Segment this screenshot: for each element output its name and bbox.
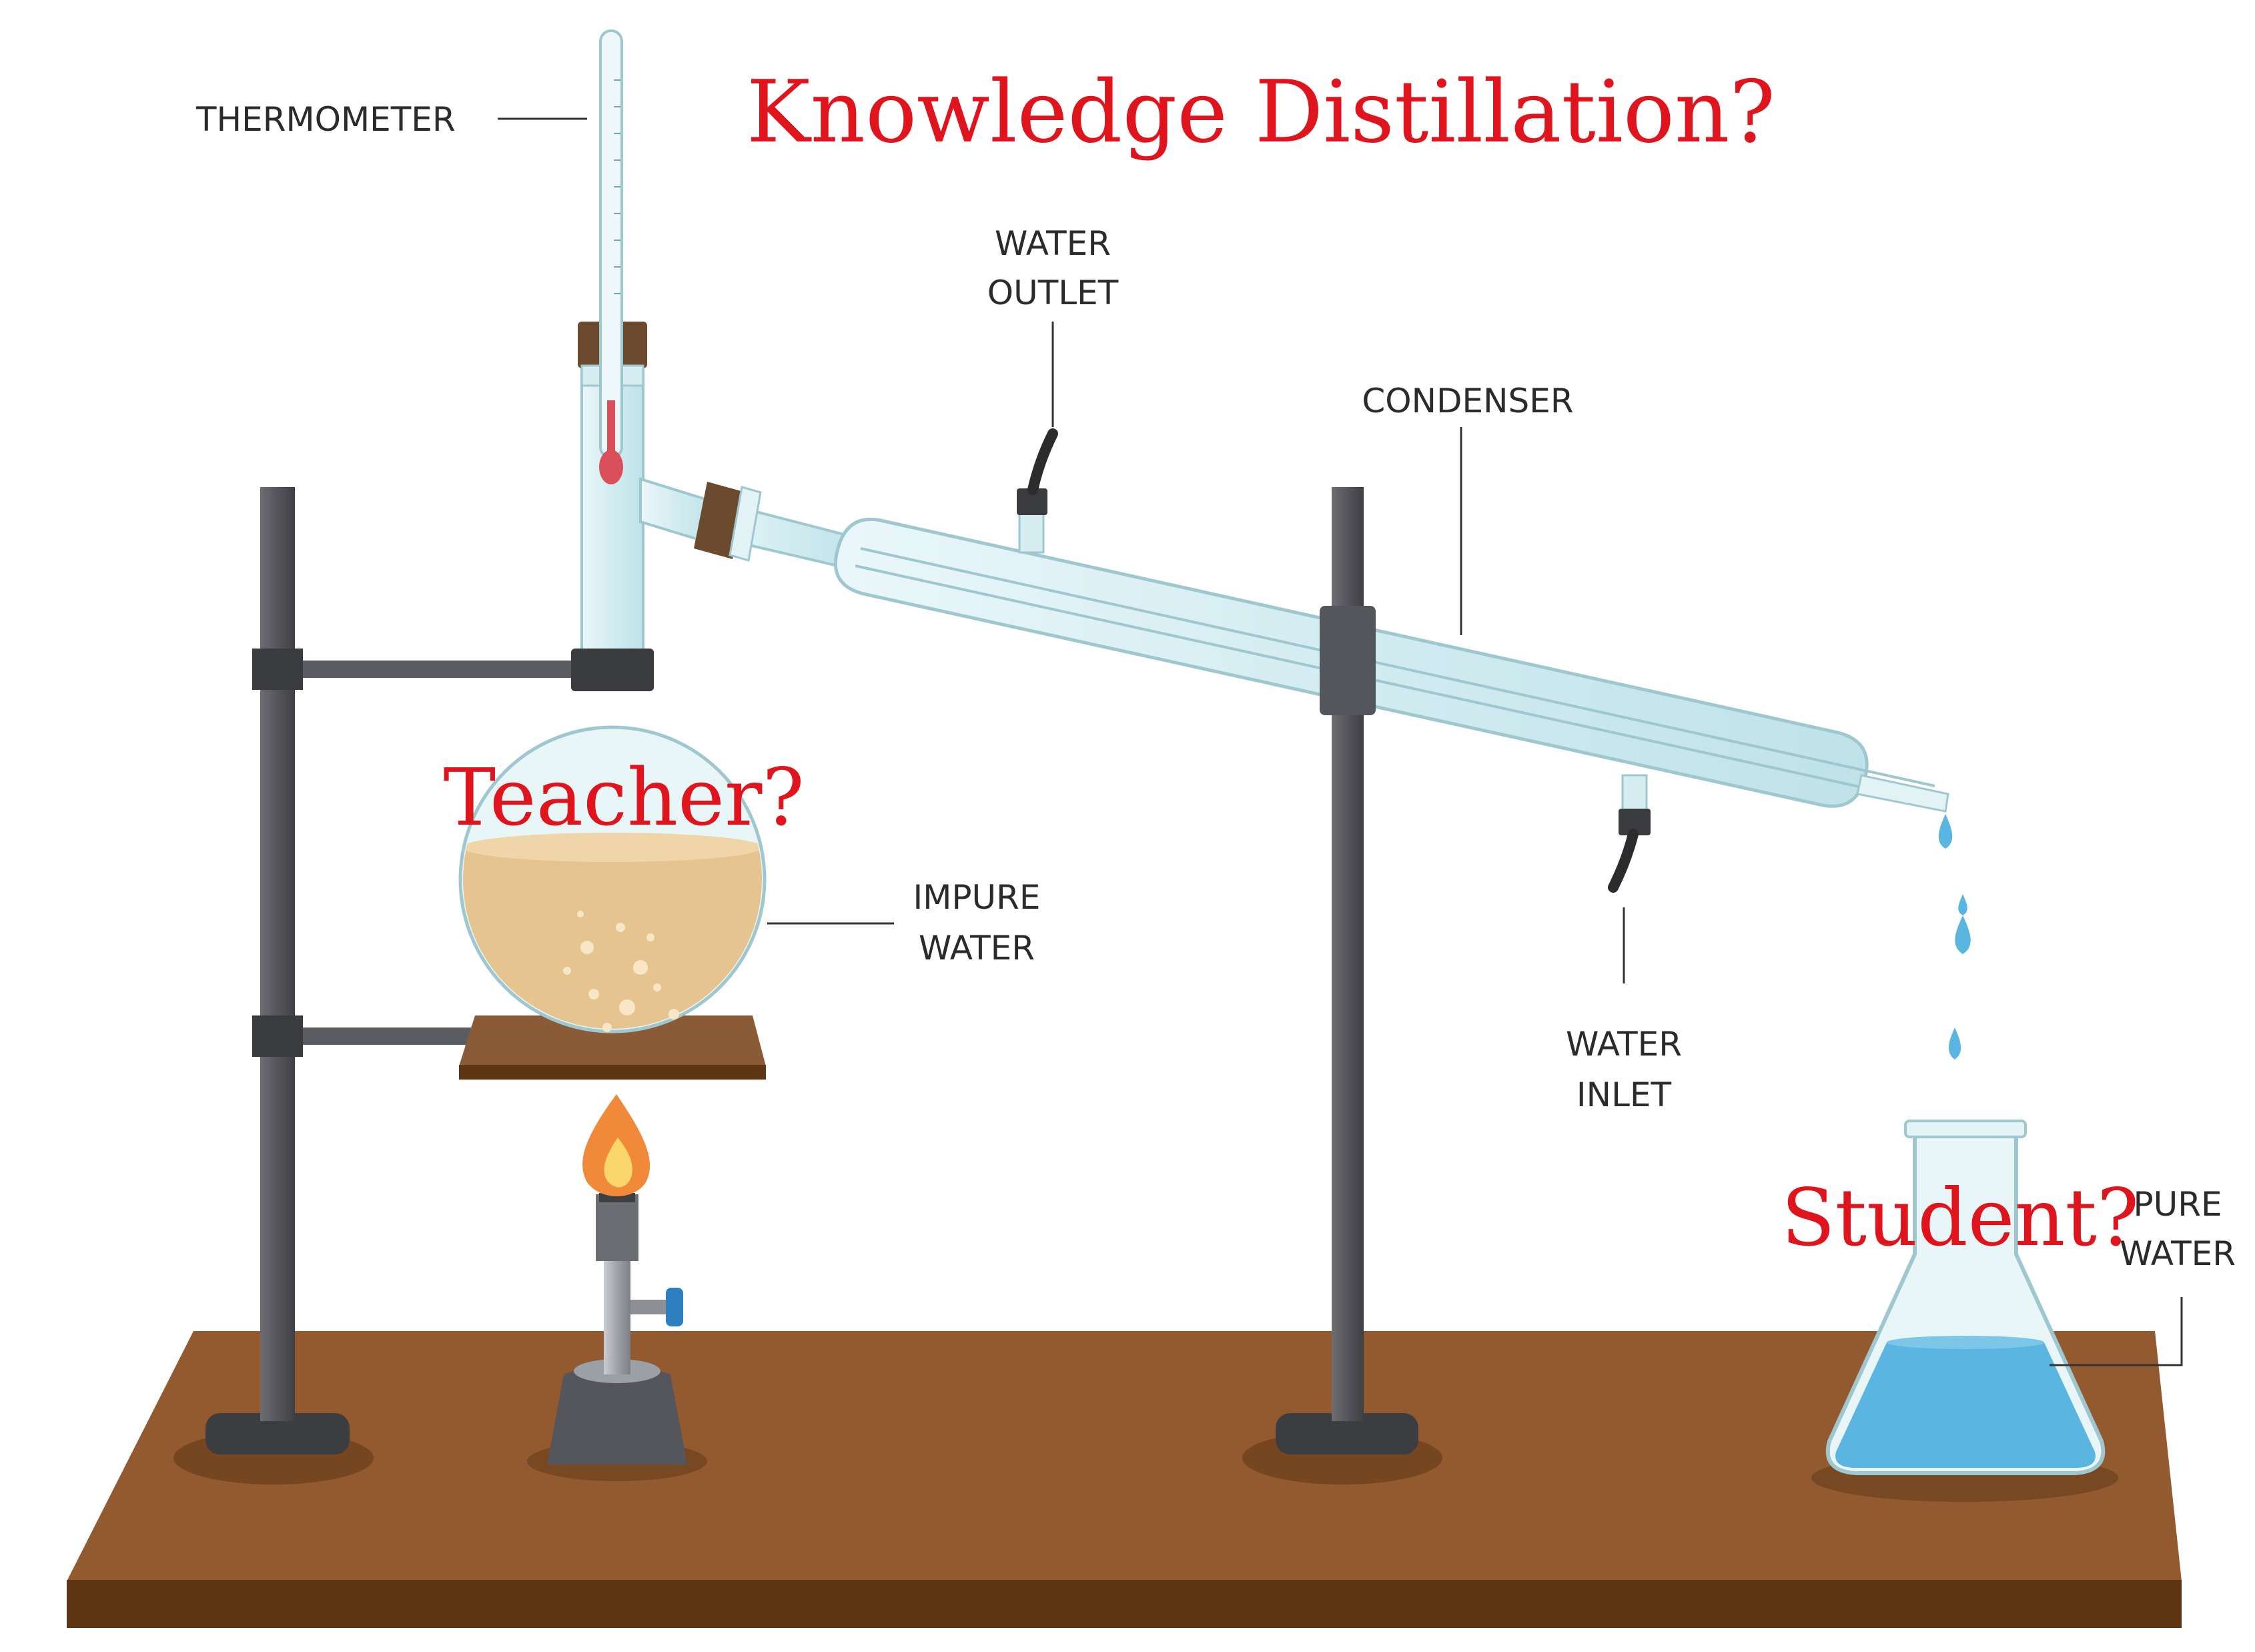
droplet-icon	[1948, 1027, 1961, 1060]
water-outlet-label-line1: WATER	[995, 224, 1111, 263]
flame-core-icon	[604, 1138, 632, 1188]
bunsen-burner	[527, 1094, 707, 1481]
table-front-edge	[67, 1580, 2182, 1628]
water-inlet-hose	[1608, 829, 1639, 893]
impure-liquid-surface	[463, 833, 762, 862]
pure-liquid-surface	[1887, 1336, 2044, 1349]
erlenmeyer-rim	[1904, 1120, 2027, 1138]
burner-tube	[604, 1254, 630, 1374]
heating-plate	[459, 1015, 766, 1080]
upper-clamp-arm	[294, 661, 574, 678]
thermometer-scale	[614, 79, 620, 294]
condenser-tip	[1856, 774, 1949, 813]
pure-water-label-line2: WATER	[2120, 1234, 2236, 1273]
mercury-column	[607, 400, 615, 454]
right-ring-stand	[1242, 487, 1442, 1485]
water-outlet-hose	[1027, 428, 1058, 495]
lower-clamp-boss	[252, 1015, 303, 1057]
teacher-annotation: Teacher?	[443, 751, 804, 843]
upper-clamp-boss	[252, 649, 303, 690]
water-outlet-label-line2: OUTLET	[987, 274, 1119, 312]
adapter-collar	[729, 486, 762, 562]
page-title: Knowledge Distillation?	[747, 63, 1775, 162]
thermometer-label: THERMOMETER	[195, 100, 456, 139]
erlenmeyer-flask	[1811, 1120, 2118, 1502]
droplet-icon	[1938, 814, 1953, 849]
plate-front	[459, 1065, 766, 1080]
burner-base	[547, 1364, 687, 1465]
left-ring-stand	[173, 487, 574, 1485]
condenser-inner-tube-top	[860, 547, 1935, 787]
thermometer-tube	[599, 29, 623, 459]
thermometer-bulb	[599, 450, 623, 484]
student-annotation: Student?	[1781, 1172, 2139, 1264]
round-bottom-flask	[458, 322, 767, 1034]
pure-water-leader	[2050, 1297, 2183, 1366]
water-inlet-hose-clip	[1619, 809, 1651, 835]
pure-liquid	[1835, 1342, 2096, 1468]
burner-collar	[596, 1194, 638, 1261]
leader-lines	[498, 117, 2183, 1366]
right-stand-base	[1276, 1413, 1418, 1455]
left-stand-rod	[260, 487, 295, 1421]
impure-water-label-line1: IMPURE	[913, 878, 1041, 917]
water-inlet-label-line1: WATER	[1566, 1025, 1682, 1064]
droplet-icon	[1955, 915, 1971, 954]
droplet-icon	[1958, 894, 1967, 915]
valve-knob-icon	[666, 1288, 683, 1326]
left-stand-base	[205, 1413, 350, 1455]
thermometer	[599, 29, 623, 484]
water-outlet-nozzle	[1018, 511, 1045, 554]
plate-top	[459, 1015, 766, 1066]
condenser-inner-tube-bottom	[855, 564, 1935, 805]
pure-water-label-line1: PURE	[2133, 1185, 2222, 1224]
condenser-clamp	[1320, 606, 1376, 715]
bubbles	[563, 911, 679, 1032]
water-inlet-label-line2: INLET	[1576, 1076, 1672, 1114]
burner-gas-inlet	[630, 1300, 670, 1314]
condenser-label: CONDENSER	[1362, 382, 1573, 420]
neck-clamp	[571, 649, 654, 691]
lower-clamp-arm	[294, 1027, 487, 1045]
water-outlet-hose-clip	[1017, 488, 1047, 515]
impure-water-label-line2: WATER	[919, 929, 1035, 967]
